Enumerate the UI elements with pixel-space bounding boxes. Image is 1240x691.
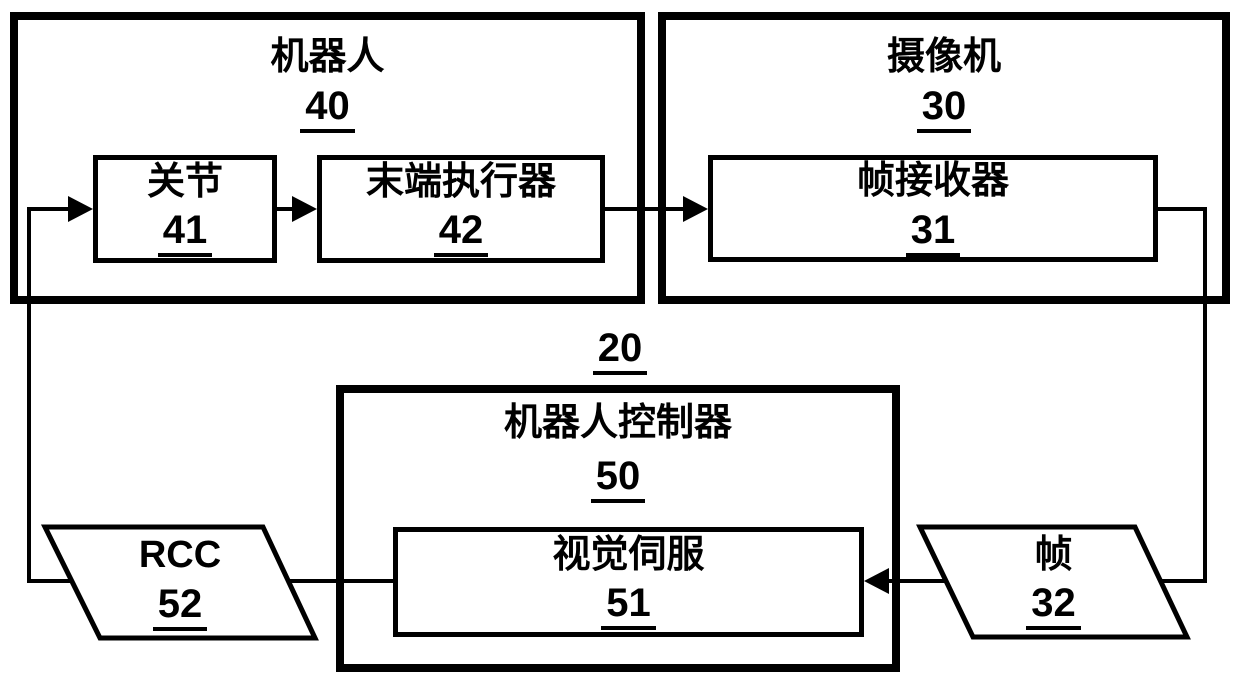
arrowhead-into-visual-servo — [864, 568, 889, 594]
frame-parallelogram — [916, 524, 1191, 640]
visual-servo-box — [393, 527, 864, 637]
end-effector-title: 末端执行器 — [365, 160, 556, 203]
arrowhead-into-end-effector — [292, 196, 317, 222]
controller-title: 机器人控制器 — [503, 402, 732, 444]
rcc-parallelogram — [40, 524, 319, 641]
controller-label: 机器人控制器 50 — [336, 402, 900, 503]
joint-label: 关节 41 — [93, 155, 277, 263]
rcc-number: 52 — [152, 583, 208, 631]
frame-receiver-title: 帧接收器 — [856, 160, 1009, 203]
rcc-title: RCC — [138, 534, 222, 577]
system-number: 20 — [592, 327, 648, 375]
robot-number: 40 — [300, 85, 355, 133]
frame-receiver-label: 帧接收器 31 — [708, 155, 1158, 262]
arrowhead-into-frame-receiver — [683, 196, 708, 222]
camera-number: 30 — [916, 85, 972, 133]
joint-box — [93, 155, 277, 263]
robot-title: 机器人 — [270, 36, 385, 78]
end-effector-box — [317, 155, 605, 263]
rcc-label: RCC 52 — [45, 527, 315, 638]
camera-title: 摄像机 — [886, 36, 1001, 78]
camera-label: 摄像机 30 — [658, 36, 1230, 133]
frame-title: 帧 — [1034, 533, 1073, 576]
end-effector-number: 42 — [433, 209, 489, 258]
visual-servo-title: 视觉伺服 — [552, 533, 705, 576]
joint-title: 关节 — [146, 160, 223, 203]
frame-label: 帧 32 — [920, 527, 1187, 637]
system-label: 20 — [540, 327, 700, 375]
rcc-to-joint-connector — [27, 207, 88, 583]
controller-number: 50 — [590, 455, 646, 503]
frame-receiver-number: 31 — [905, 209, 961, 257]
visual-servo-label: 视觉伺服 51 — [393, 527, 864, 637]
camera-box — [658, 12, 1230, 304]
end-effector-label: 末端执行器 42 — [317, 155, 605, 263]
visual-servo-number: 51 — [601, 582, 656, 631]
frame-number: 32 — [1026, 582, 1081, 631]
robot-label: 机器人 40 — [10, 36, 645, 133]
controller-box — [336, 385, 900, 672]
frame-receiver-box — [708, 155, 1158, 262]
joint-number: 41 — [157, 209, 213, 258]
arrowhead-into-joint — [68, 196, 93, 222]
frame-receiver-to-frame-connector — [1154, 207, 1207, 583]
robot-box — [10, 12, 645, 304]
